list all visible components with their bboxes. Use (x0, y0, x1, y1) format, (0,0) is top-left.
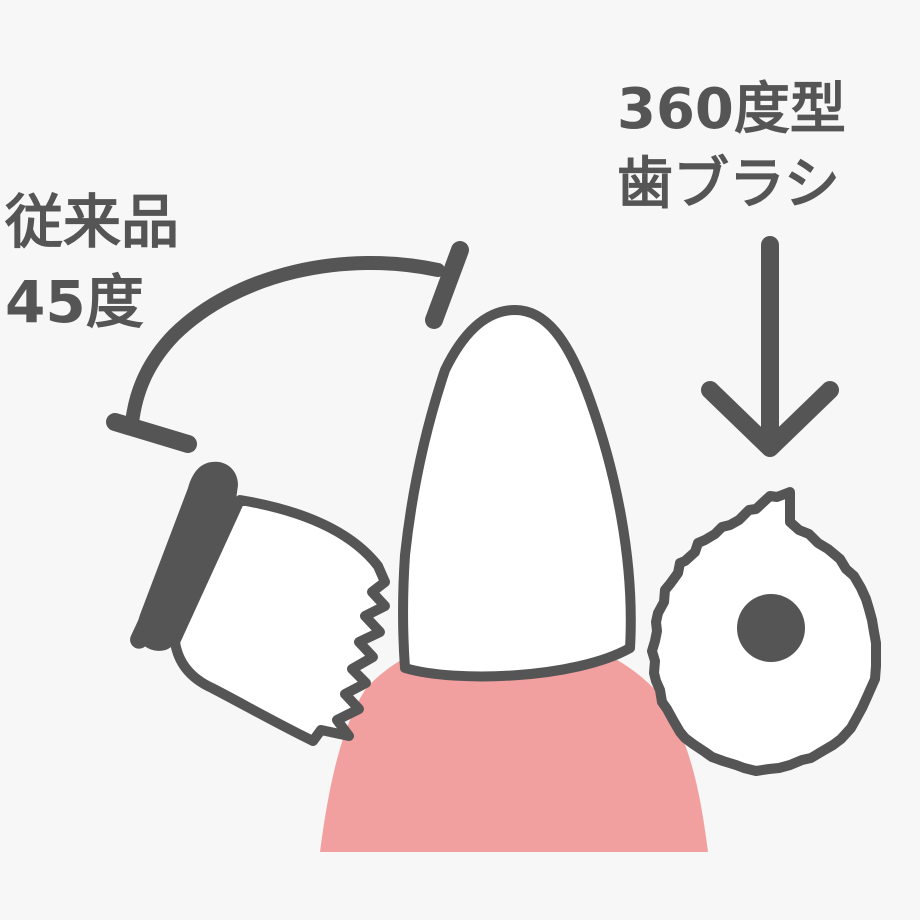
new-brush-label-line1: 360度型 (617, 77, 846, 142)
conventional-brush (130, 461, 390, 746)
tooth (398, 305, 636, 682)
conventional-label-line2: 45度 (5, 268, 144, 336)
gum (320, 631, 708, 852)
conventional-brush-bristles (170, 495, 390, 746)
45-degree-arc-icon (106, 241, 469, 453)
round-360-brush-head-icon (647, 487, 881, 776)
conventional-label-line1: 従来品 (4, 188, 179, 256)
conventional-brush-back (137, 461, 238, 651)
arrow-down-icon (701, 236, 839, 457)
new-brush-label-line2: 歯ブラシ (617, 152, 840, 217)
brush-center-dot (737, 594, 805, 662)
